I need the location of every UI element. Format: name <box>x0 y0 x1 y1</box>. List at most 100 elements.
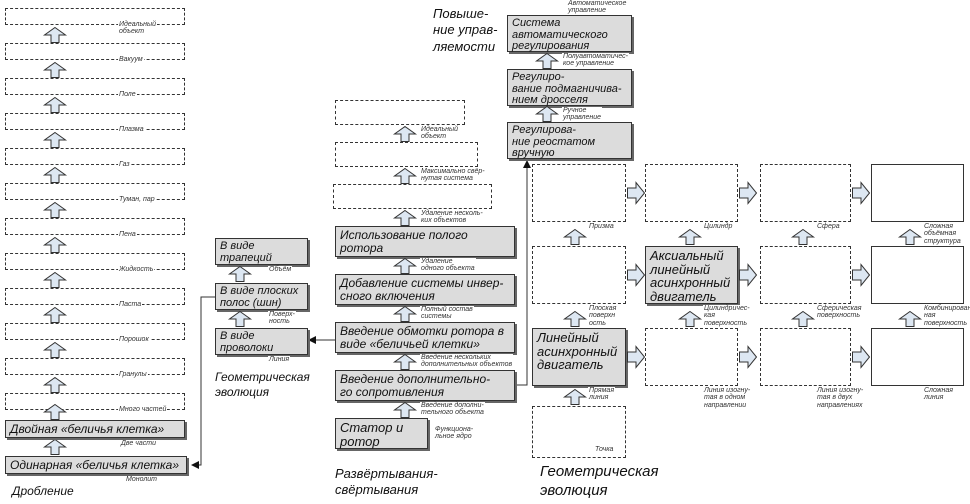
control-title: Повыше- ние управ- ляемости <box>433 6 498 54</box>
deploy-box-label: Функциона- льное ядро <box>434 426 475 441</box>
deploy-box-label: Идеальный объект <box>420 126 460 141</box>
geometry-cell-box <box>871 246 964 304</box>
geometry-cell-box <box>760 246 851 304</box>
dividing-single-cage-box-label: Монолит <box>125 476 158 484</box>
right-arrow-icon <box>627 263 646 287</box>
up-arrow-icon <box>790 310 816 327</box>
deploy-box: Статор и ротор <box>335 418 428 449</box>
dividing-double-cage-box: Двойная «беличья клетка» <box>5 420 185 438</box>
deploy-box <box>335 100 465 125</box>
deploy-box-label: Введение дополни- тельного объекта <box>420 402 485 417</box>
up-arrow-icon <box>790 228 816 245</box>
up-arrow-icon <box>392 401 418 418</box>
geometry-cell-box <box>532 164 626 222</box>
connector-deploy-to-control <box>515 160 531 386</box>
dividing-stage-box <box>5 113 185 130</box>
up-arrow-icon <box>897 310 923 327</box>
geometry-cell-box <box>532 246 626 304</box>
geometry-cell-box <box>760 164 851 222</box>
right-arrow-icon <box>852 263 871 287</box>
right-arrow-icon <box>852 181 871 205</box>
deploy-title: Развёртывания- свёртывания <box>335 466 438 498</box>
connector-shape-to-dividing <box>191 296 215 469</box>
geometry-cell-box <box>871 164 964 222</box>
geometry-cell-box: Линейный асинхронный двигатель <box>532 328 626 386</box>
deploy-box-label: Удаление одного объекта <box>420 258 476 273</box>
up-arrow-icon <box>677 310 703 327</box>
up-arrow-icon <box>392 125 418 142</box>
shape-flat-bars-box: В виде плоских полос (шин) <box>215 283 308 310</box>
up-arrow-icon <box>42 403 68 420</box>
up-arrow-icon <box>42 341 68 358</box>
dividing-double-cage-box-text: Двойная «беличья клетка» <box>10 422 165 436</box>
deploy-box-text: Использование полого ротора <box>340 228 468 255</box>
geometry-cell-box <box>645 164 738 222</box>
dividing-stage-box <box>5 393 185 410</box>
dividing-stage-box <box>5 288 185 305</box>
up-arrow-icon <box>677 228 703 245</box>
dividing-stage-box <box>5 253 185 270</box>
control-auto-box-text: Система автоматического регулирования <box>512 17 608 53</box>
dividing-stage-box-label: Порошок <box>118 336 150 344</box>
deploy-box: Введение обмотки ротора в виде «беличьей… <box>335 322 515 353</box>
dividing-stage-box <box>5 358 185 375</box>
deploy-box-label: Введение нескольких дополнительных объек… <box>420 354 514 369</box>
dividing-stage-box <box>5 323 185 340</box>
right-arrow-icon <box>852 345 871 369</box>
up-arrow-icon <box>392 209 418 226</box>
dividing-stage-box-label: Поле <box>118 91 137 99</box>
shape-wire-box-text: В виде проволоки <box>220 330 274 354</box>
dividing-stage-box-label: Гранулы <box>118 371 148 379</box>
control-manual-box-label: Ручное управление <box>562 107 603 122</box>
control-manual-box-text: Регулирова- ние реостатом вручную <box>512 124 596 160</box>
control-manual-box: Регулирова- ние реостатом вручную <box>507 122 632 159</box>
geometry-cell-box-text: Аксиальный линейный асинхронный двигател… <box>650 248 731 304</box>
right-arrow-icon <box>739 345 758 369</box>
dividing-stage-box-label: Пена <box>118 231 137 239</box>
up-arrow-icon <box>42 61 68 78</box>
up-arrow-icon <box>392 353 418 370</box>
deploy-box-text: Введение дополнительно- го сопротивления <box>340 372 491 399</box>
up-arrow-icon <box>42 26 68 43</box>
up-arrow-icon <box>534 52 560 69</box>
deploy-box: Использование полого ротора <box>335 226 515 257</box>
geometry-cell-box <box>645 328 738 386</box>
dividing-stage-box <box>5 8 185 25</box>
up-arrow-icon <box>534 105 560 122</box>
up-arrow-icon <box>392 167 418 184</box>
geometry-cell-box-label: Призма <box>588 223 615 231</box>
deploy-box-text: Статор и ротор <box>340 420 404 449</box>
geometry-title: Геометрическая эволюция <box>540 463 659 499</box>
deploy-box-label: Полный состав системы <box>420 306 474 321</box>
geometry-cell-box: Аксиальный линейный асинхронный двигател… <box>645 246 738 304</box>
right-arrow-icon <box>627 181 646 205</box>
up-arrow-icon <box>42 201 68 218</box>
up-arrow-icon <box>42 166 68 183</box>
up-arrow-icon <box>42 236 68 253</box>
dividing-stage-box-label: Туман, пар <box>118 196 156 204</box>
control-auto-box: Система автоматического регулирования <box>507 15 632 52</box>
dividing-stage-box-label: Жидкость <box>118 266 155 274</box>
up-arrow-icon <box>227 265 253 282</box>
deploy-box: Добавление системы инвер- сного включени… <box>335 274 515 305</box>
deploy-box-label: Максимально свёр- нутая система <box>420 168 486 183</box>
dividing-stage-box <box>5 43 185 60</box>
right-arrow-icon <box>739 263 758 287</box>
up-arrow-icon <box>897 228 923 245</box>
geometry-cell-box <box>760 328 851 386</box>
deploy-box-label: Удаление несколь- ких объектов <box>420 210 484 225</box>
up-arrow-icon <box>562 310 588 327</box>
up-arrow-icon <box>562 388 588 405</box>
dividing-stage-box-label: Вакуум <box>118 56 144 64</box>
shape-wire-box-label: Линия <box>268 356 291 364</box>
dividing-stage-box <box>5 78 185 95</box>
dividing-stage-box-label: Идеальный объект <box>118 21 158 36</box>
control-semi-auto-box: Регулиро- вание подмагничива- нием дросс… <box>507 69 632 106</box>
geometry-cell-box-label: Сферическая поверхность <box>816 305 863 320</box>
control-auto-box-label: Автоматическое управление <box>567 0 628 15</box>
control-semi-auto-box-label: Полуавтоматичес- кое управление <box>562 53 629 68</box>
up-arrow-icon <box>562 228 588 245</box>
up-arrow-icon <box>42 438 68 455</box>
dividing-single-cage-box-text: Одинарная «беличья клетка» <box>10 458 180 472</box>
geometry-cell-box-label: Комбинирован ная поверхность <box>923 305 970 328</box>
